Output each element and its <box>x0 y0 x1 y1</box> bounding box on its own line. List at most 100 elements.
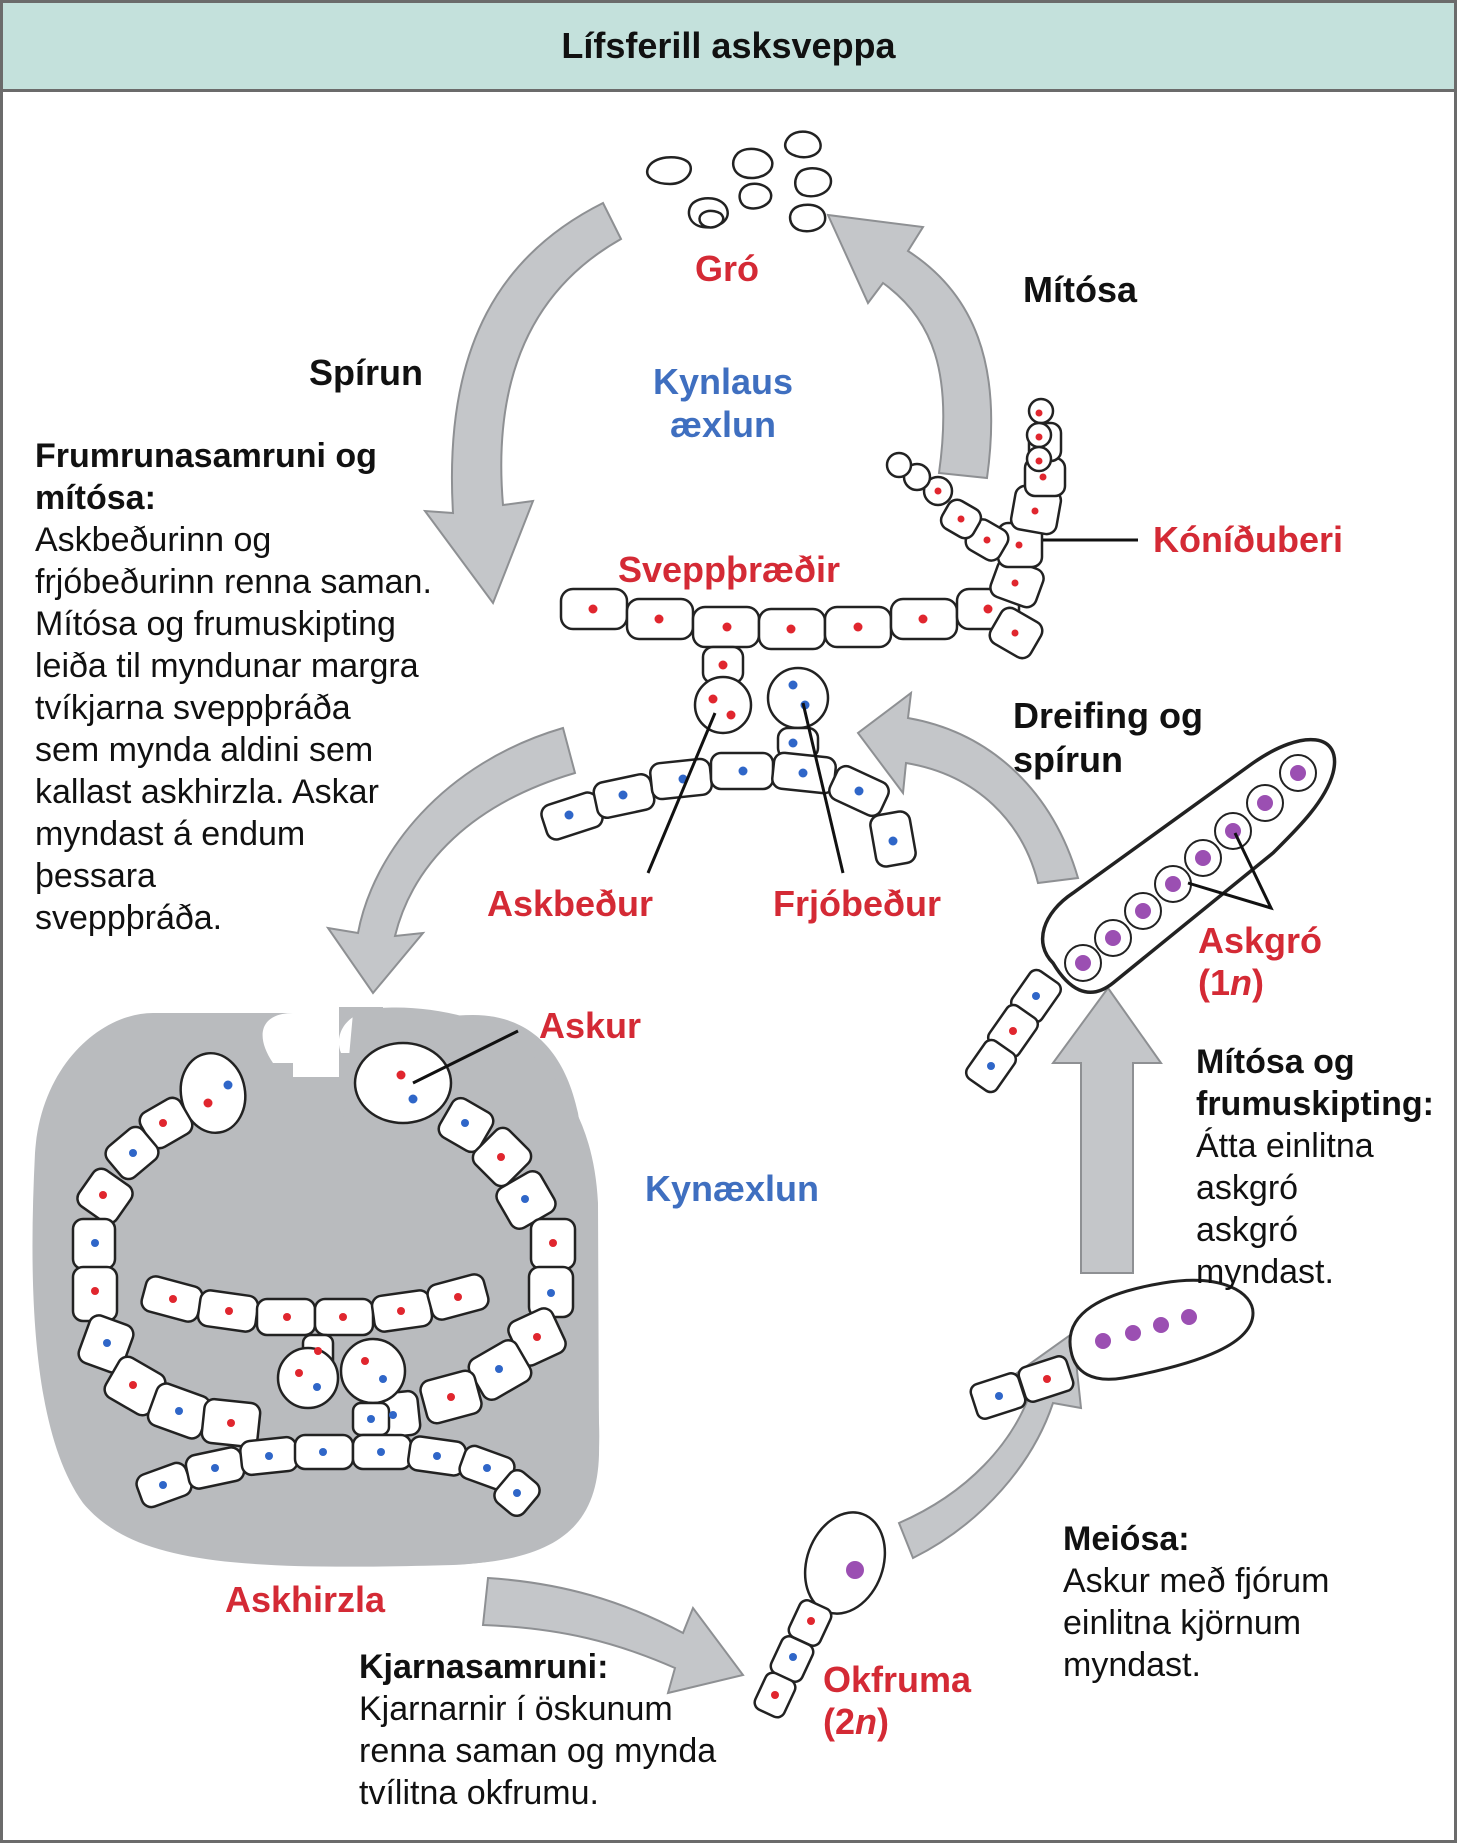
conidium <box>885 451 913 479</box>
label-zygote-ploidy-n: n <box>855 1701 878 1742</box>
nucleus-red <box>533 1333 541 1341</box>
label-asexual-2: æxlun <box>670 404 777 445</box>
nucleus-purple <box>1125 1325 1141 1341</box>
spore <box>731 147 774 180</box>
nucleus-blue <box>377 1448 385 1456</box>
nucleus-red <box>588 604 598 614</box>
nucleus-red <box>1035 433 1043 441</box>
ascocarp-nuclei <box>91 1070 557 1497</box>
ascus-right <box>353 1041 453 1125</box>
spore <box>788 203 827 233</box>
nucleus-blue <box>408 1094 418 1104</box>
nucleus-red <box>454 1293 462 1301</box>
label-zygote-ploidy-open: (2 <box>823 1701 856 1742</box>
nucleus-red <box>1043 1375 1051 1383</box>
label-ascocarp: Askhirzla <box>225 1579 386 1620</box>
nucleus-red <box>396 1070 406 1080</box>
text-plasmogamy: Frumrunasamruni og mítósa: Askbeðurinn o… <box>35 435 432 939</box>
nucleus-blue <box>103 1339 111 1347</box>
nucleus-red <box>159 1119 167 1127</box>
nucleus-purple <box>1105 930 1121 946</box>
label-ascus: Askur <box>539 1005 642 1046</box>
nucleus-blue <box>547 1289 555 1297</box>
nucleus-blue <box>91 1239 99 1247</box>
nucleus-blue <box>618 790 628 800</box>
label-hyphae: Sveppþræðir <box>618 549 841 590</box>
nucleus-red <box>295 1369 303 1377</box>
text-meiosis: Meiósa: Askur með fjórum einlitna kjörnu… <box>1063 1518 1329 1686</box>
label-ascospores-name: Askgró <box>1198 920 1323 961</box>
label-ascospores-ploidy-open: (1 <box>1198 962 1231 1003</box>
arrow-karyogamy <box>481 1576 745 1695</box>
nucleus-blue <box>564 810 574 820</box>
leader-lines <box>412 538 1274 1085</box>
nucleus-blue <box>483 1464 491 1472</box>
nucleus-red <box>225 1307 233 1315</box>
nucleus-red <box>397 1307 405 1315</box>
nucleus-red <box>339 1313 347 1321</box>
nucleus-red <box>314 1347 322 1355</box>
nucleus-blue <box>987 1062 995 1070</box>
nucleus-red <box>91 1287 99 1295</box>
nucleus-red <box>1035 409 1043 417</box>
nucleus-blue <box>788 738 798 748</box>
nucleus-red <box>169 1295 177 1303</box>
nucleus-purple <box>1075 955 1091 971</box>
nucleus-red <box>549 1239 557 1247</box>
text-mitosis-division-body: Átta einlitna askgró askgró myndast. <box>1196 1127 1374 1291</box>
arrow-mitosis-top <box>826 213 993 480</box>
nucleus-red <box>983 604 993 614</box>
nucleus-purple <box>1181 1309 1197 1325</box>
text-karyogamy: Kjarnasamruni: Kjarnarnir í öskunum renn… <box>359 1646 716 1814</box>
leader-antheridium <box>801 702 845 874</box>
ascospores <box>987 754 1317 1070</box>
life-cycle-artwork <box>32 130 1337 1719</box>
text-karyogamy-body: Kjarnarnir í öskunum renna saman og mynd… <box>359 1690 717 1812</box>
nucleus-blue <box>367 1415 375 1423</box>
nucleus-blue <box>129 1149 137 1157</box>
arrow-germination <box>422 201 623 606</box>
nucleus-blue <box>211 1464 219 1472</box>
nucleus-red <box>771 1691 779 1699</box>
label-asexual-1: Kynlaus <box>653 361 794 402</box>
label-germination: Spírun <box>309 352 423 393</box>
nucleus-blue <box>175 1407 183 1415</box>
nucleus-red <box>1009 1027 1017 1035</box>
nucleus-blue <box>389 1411 397 1419</box>
label-ascospores: Askgró (1n) <box>1198 920 1322 1004</box>
ascogonium-cell <box>693 675 753 735</box>
nucleus-red <box>983 536 991 544</box>
ascogonium-cell <box>276 1346 340 1410</box>
nucleus-purple <box>1195 850 1211 866</box>
label-mitosis-top: Mítósa <box>1023 269 1138 310</box>
spore <box>645 155 693 186</box>
label-zygote-name: Okfruma <box>823 1659 972 1700</box>
nucleus-purple <box>1153 1317 1169 1333</box>
nucleus-red <box>918 614 928 624</box>
text-mitosis-division-heading: Mítósa og frumuskipting: <box>1196 1043 1434 1123</box>
nucleus-blue <box>788 680 798 690</box>
nucleus-purple <box>846 1561 864 1579</box>
spore <box>738 182 773 210</box>
spore <box>698 209 725 229</box>
nucleus-blue <box>159 1481 167 1489</box>
text-karyogamy-heading: Kjarnasamruni: <box>359 1648 609 1686</box>
label-ascospores-ploidy-n: n <box>1230 962 1253 1003</box>
nucleus-blue <box>319 1448 327 1456</box>
nucleus-purple <box>1290 765 1306 781</box>
nucleus-blue <box>1032 992 1040 1000</box>
arrow-plasmogamy <box>325 726 577 995</box>
nucleus-blue <box>495 1365 503 1373</box>
label-antheridium: Frjóbeður <box>773 883 941 924</box>
nucleus-red <box>1011 579 1019 587</box>
nucleus-red <box>708 694 718 704</box>
nucleus-blue <box>223 1080 233 1090</box>
nucleus-red <box>934 487 942 495</box>
label-spores: Gró <box>695 248 760 289</box>
spore <box>784 130 822 159</box>
nucleus-purple <box>1135 903 1151 919</box>
nucleus-red <box>129 1381 137 1389</box>
spore <box>794 167 833 198</box>
nucleus-red <box>283 1313 291 1321</box>
